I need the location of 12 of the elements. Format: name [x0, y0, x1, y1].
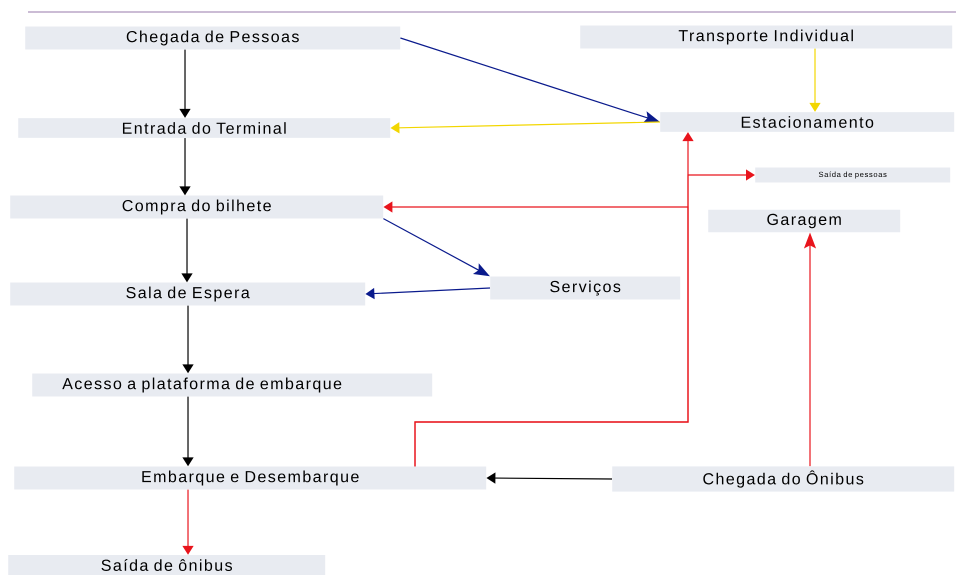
process-box: Chegada de Pessoas: [25, 26, 400, 50]
process-box: Serviços: [490, 276, 680, 300]
process-box: Embarque e Desembarque: [14, 466, 486, 490]
process-box: Saída de ônibus: [8, 555, 326, 575]
process-box: Sala de Espera: [10, 282, 366, 306]
process-box: Acesso a plataforma de embarque: [32, 374, 432, 396]
process-box: Estacionamento: [660, 112, 954, 132]
process-box: Entrada do Terminal: [18, 118, 390, 138]
process-box: Transporte Individual: [580, 26, 952, 48]
process-box: Garagem: [708, 210, 900, 232]
process-box: Compra do bilhete: [10, 196, 384, 218]
process-box: Chegada do Ônibus: [612, 466, 954, 492]
